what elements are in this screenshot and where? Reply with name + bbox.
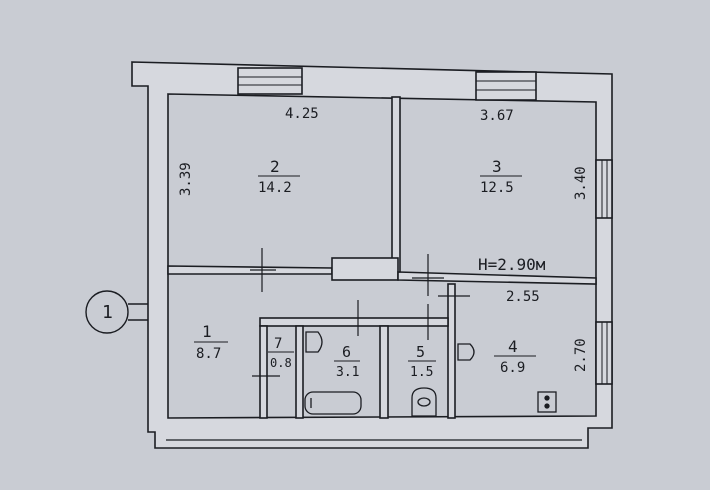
wall-bath-toilet — [379, 325, 389, 419]
room-6-area: 3.1 — [336, 365, 359, 380]
entrance-circle — [85, 290, 129, 334]
wall-room2-room3 — [391, 96, 401, 276]
sink-icon — [457, 343, 475, 361]
room-5-area: 1.5 — [410, 365, 433, 380]
window-room2 — [237, 67, 303, 95]
window-room3 — [475, 71, 537, 101]
room-4-area: 6.9 — [500, 360, 525, 376]
room-3-area: 12.5 — [480, 180, 514, 196]
dim-right-height-lower: 2.70 — [573, 338, 589, 372]
window-room4-right — [595, 321, 613, 385]
wall-wc-left — [259, 325, 268, 419]
ceiling-height: H=2.90м — [478, 255, 546, 274]
toilet-icon — [411, 387, 437, 417]
room-1-number: 1 — [202, 322, 212, 341]
room-2-number: 2 — [270, 157, 280, 176]
fixtures — [166, 331, 582, 441]
wall-top-of-room4 — [397, 271, 597, 285]
room-5-number: 5 — [416, 343, 425, 361]
room-6-number: 6 — [342, 343, 351, 361]
wall-chimney-block — [331, 257, 399, 281]
outer-wall — [131, 61, 613, 449]
stove-icon — [537, 391, 557, 413]
room-7-number: 7 — [274, 336, 282, 352]
dim-top-left: 4.25 — [285, 106, 319, 122]
room-7-area: 0.8 — [270, 356, 292, 370]
room-2-area: 14.2 — [258, 180, 292, 196]
entrance-number: 1 — [102, 302, 113, 323]
room-4-number: 4 — [508, 337, 518, 356]
wall-wc-bath — [295, 325, 304, 419]
walls — [131, 61, 613, 449]
dim-right-height-upper: 3.40 — [573, 166, 589, 200]
door-marks — [250, 248, 470, 377]
wall-room4-left — [447, 283, 456, 419]
room-3-number: 3 — [492, 157, 502, 176]
wall-bathroom-block-top — [259, 317, 449, 327]
washbasin-icon — [305, 331, 323, 353]
dim-left-height: 3.39 — [178, 162, 194, 196]
window-panes — [238, 76, 608, 384]
dim-top-right: 3.67 — [480, 108, 514, 124]
bathtub-icon — [304, 391, 362, 415]
dim-room4-width: 2.55 — [506, 289, 540, 305]
window-room3-right — [595, 159, 613, 219]
entrance-marker — [85, 290, 148, 334]
room-1-area: 8.7 — [196, 346, 221, 362]
